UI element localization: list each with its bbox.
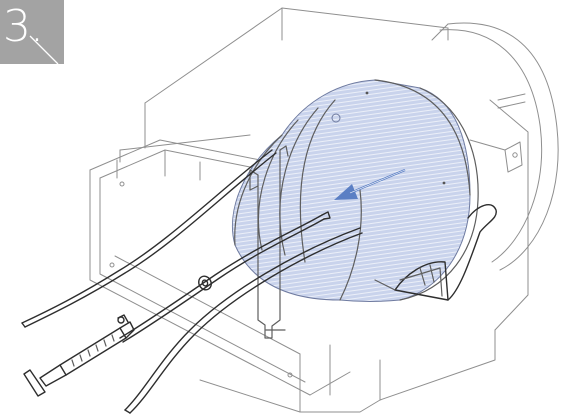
support-strap (249, 145, 289, 339)
duct-housing (144, 7, 529, 413)
pressure-tubes (21, 149, 363, 414)
step-badge: 3. (0, 0, 64, 64)
direction-arrow (334, 168, 406, 200)
step-number: 3. (3, 1, 44, 52)
front-duct-frame (89, 134, 351, 396)
measuring-probe (119, 211, 331, 343)
fan-back-plate (431, 22, 559, 271)
mounting-bracket (374, 204, 497, 301)
syringe-tool (23, 314, 135, 397)
badge-slash-mark (29, 35, 59, 64)
